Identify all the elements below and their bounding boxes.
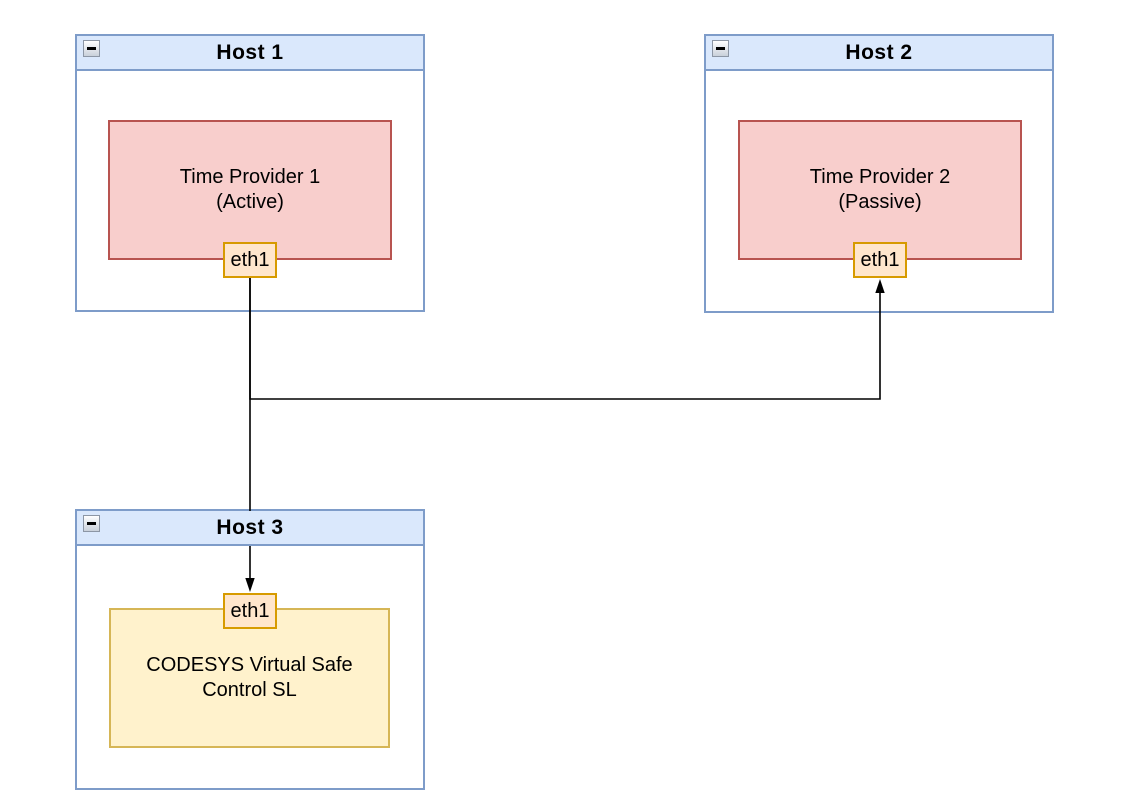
host1-eth1-label: eth1 bbox=[230, 248, 270, 271]
minus-icon bbox=[87, 47, 96, 50]
host3-eth1-label: eth1 bbox=[230, 599, 270, 622]
host1-header: Host 1 bbox=[77, 36, 423, 71]
host3-container: Host 3 CODESYS Virtual Safe Control SL e… bbox=[75, 509, 425, 790]
host3-eth1-port: eth1 bbox=[223, 593, 277, 629]
minus-icon bbox=[87, 522, 96, 525]
host2-title: Host 2 bbox=[845, 40, 913, 64]
host1-title: Host 1 bbox=[216, 40, 284, 64]
host3-title: Host 3 bbox=[216, 515, 284, 539]
host2-eth1-label: eth1 bbox=[860, 248, 900, 271]
host2-container: Host 2 Time Provider 2 (Passive) eth1 bbox=[704, 34, 1054, 313]
minus-icon bbox=[716, 47, 725, 50]
time-provider-2-label: Time Provider 2 (Passive) bbox=[809, 166, 951, 213]
host1-container: Host 1 Time Provider 1 (Active) eth1 bbox=[75, 34, 425, 312]
codesys-virtual-safe-control-box: CODESYS Virtual Safe Control SL bbox=[109, 608, 390, 748]
host2-collapse-button[interactable] bbox=[712, 40, 729, 57]
host3-collapse-button[interactable] bbox=[83, 515, 100, 532]
time-provider-1-label: Time Provider 1 (Active) bbox=[179, 166, 321, 213]
time-provider-1-box: Time Provider 1 (Active) bbox=[108, 120, 392, 260]
host1-collapse-button[interactable] bbox=[83, 40, 100, 57]
host2-eth1-port: eth1 bbox=[853, 242, 907, 278]
codesys-virtual-safe-control-label: CODESYS Virtual Safe Control SL bbox=[146, 654, 353, 701]
time-provider-2-box: Time Provider 2 (Passive) bbox=[738, 120, 1022, 260]
host2-header: Host 2 bbox=[706, 36, 1052, 71]
host1-eth1-port: eth1 bbox=[223, 242, 277, 278]
host3-header: Host 3 bbox=[77, 511, 423, 546]
